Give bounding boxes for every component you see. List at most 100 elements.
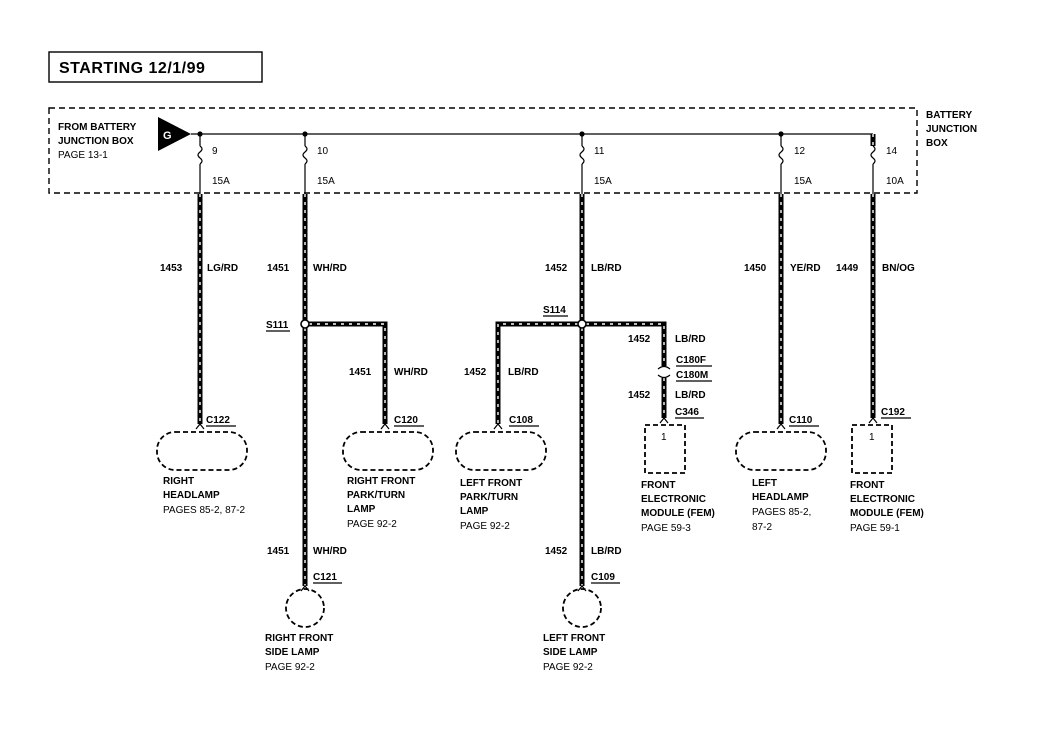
fuse-number-12: 12 — [794, 146, 806, 157]
left-front-side-lamp-icon — [562, 588, 602, 628]
color-bnog: BN/OG — [882, 263, 915, 274]
circuit-1451-branch: 1451 — [349, 367, 372, 378]
connector-c120: C120 — [394, 415, 418, 426]
fuse-number-9: 9 — [212, 146, 218, 157]
fem2-pin: 1 — [869, 432, 875, 443]
color-lgrd: LG/RD — [207, 263, 238, 274]
terminal-c192 — [868, 417, 878, 424]
page-title: STARTING 12/1/99 — [59, 60, 205, 77]
right-side-lamp-label-2: SIDE LAMP — [265, 647, 320, 658]
left-front-park-lamp-icon — [455, 431, 547, 471]
box-label-line3: BOX — [926, 138, 948, 149]
circuit-1452-fem-upper: 1452 — [628, 334, 651, 345]
fem1-label-1: FRONT — [641, 480, 675, 491]
left-headlamp-label-1: LEFT — [752, 478, 777, 489]
left-side-lamp-label-1: LEFT FRONT — [543, 633, 605, 644]
fem-module-icon-2 — [851, 424, 893, 474]
source-label-line1: FROM BATTERY — [58, 122, 137, 133]
right-front-side-lamp-icon — [285, 588, 325, 628]
terminal-c346 — [659, 417, 669, 424]
circuit-1449: 1449 — [836, 263, 859, 274]
source-label-line2: JUNCTION BOX — [58, 136, 134, 147]
box-label-line1: BATTERY — [926, 110, 972, 121]
right-front-park-lamp-icon — [342, 431, 434, 471]
connector-c180m: C180M — [676, 370, 708, 381]
fuse-number-11: 11 — [594, 146, 605, 157]
color-whrd: WH/RD — [313, 263, 347, 274]
circuit-1452: 1452 — [545, 263, 568, 274]
inline-connector-icon — [657, 365, 671, 379]
connector-c346: C346 — [675, 407, 699, 418]
box-label-line2: JUNCTION — [926, 124, 977, 135]
circuit-1451: 1451 — [267, 263, 290, 274]
junction-box-outline — [48, 107, 918, 194]
splice-label-s111: S111 — [266, 320, 289, 331]
splice-s114-dot — [577, 319, 587, 329]
connector-c192: C192 — [881, 407, 905, 418]
right-side-lamp-label-1: RIGHT FRONT — [265, 633, 333, 644]
terminal-c120 — [380, 423, 390, 430]
right-front-park-label-1: RIGHT FRONT — [347, 476, 415, 487]
terminal-c108 — [493, 423, 503, 430]
fem-module-icon-1 — [644, 424, 686, 474]
fem2-label-2: ELECTRONIC — [850, 494, 915, 505]
right-headlamp-label-2: HEADLAMP — [163, 490, 220, 501]
title-box: STARTING 12/1/99 — [48, 51, 263, 83]
color-whrd-side: WH/RD — [313, 546, 347, 557]
left-headlamp-icon — [735, 431, 827, 471]
splice-s111-dot — [300, 319, 310, 329]
circuit-1453: 1453 — [160, 263, 183, 274]
fem2-label-1: FRONT — [850, 480, 884, 491]
circuit-1452-fem-lower: 1452 — [628, 390, 651, 401]
circuit-1452-branch: 1452 — [464, 367, 487, 378]
connector-c109: C109 — [591, 572, 615, 583]
left-front-park-page: PAGE 92-2 — [460, 521, 510, 532]
color-whrd-branch: WH/RD — [394, 367, 428, 378]
right-headlamp-page: PAGES 85-2, 87-2 — [163, 505, 246, 516]
fem1-pin: 1 — [661, 432, 667, 443]
fuse-12-icon — [778, 134, 784, 194]
fuse-rating-10: 15A — [317, 176, 335, 187]
fem2-label-3: MODULE (FEM) — [850, 508, 924, 519]
terminal-c122 — [195, 423, 205, 430]
fuse-11-icon — [579, 134, 585, 194]
wire-1452-branch-left — [495, 321, 578, 424]
fem2-page: PAGE 59-1 — [850, 523, 900, 534]
fuse-rating-12: 15A — [794, 176, 812, 187]
right-front-park-page: PAGE 92-2 — [347, 519, 397, 530]
wire-1451-branch — [309, 321, 388, 424]
right-front-park-label-3: LAMP — [347, 504, 376, 515]
color-lbrd-branch: LB/RD — [508, 367, 539, 378]
ground-source-icon: G — [158, 117, 191, 151]
ground-symbol-letter: G — [163, 130, 172, 142]
connector-c180f: C180F — [676, 355, 706, 366]
left-front-park-label-2: PARK/TURN — [460, 492, 518, 503]
left-headlamp-page-1: PAGES 85-2, — [752, 507, 811, 518]
right-front-park-label-2: PARK/TURN — [347, 490, 405, 501]
color-lbrd-fem-upper: LB/RD — [675, 334, 706, 345]
color-lbrd-fem-lower: LB/RD — [675, 390, 706, 401]
right-headlamp-label-1: RIGHT — [163, 476, 194, 487]
fuse-9-icon — [197, 134, 203, 194]
left-headlamp-page-2: 87-2 — [752, 522, 772, 533]
connector-c122: C122 — [206, 415, 230, 426]
fem1-label-3: MODULE (FEM) — [641, 508, 715, 519]
wire-group — [195, 134, 878, 592]
fem1-page: PAGE 59-3 — [641, 523, 691, 534]
fuse-number-14: 14 — [886, 146, 898, 157]
connector-c108: C108 — [509, 415, 533, 426]
color-yerd: YE/RD — [790, 263, 821, 274]
connector-c110: C110 — [789, 415, 813, 426]
left-front-park-label-1: LEFT FRONT — [460, 478, 522, 489]
right-headlamp-icon — [156, 431, 248, 471]
splice-label-s114: S114 — [543, 305, 566, 316]
left-side-lamp-label-2: SIDE LAMP — [543, 647, 598, 658]
color-lbrd: LB/RD — [591, 263, 622, 274]
fem1-label-2: ELECTRONIC — [641, 494, 706, 505]
fuse-rating-9: 15A — [212, 176, 230, 187]
fuse-rating-14: 10A — [886, 176, 904, 187]
connector-c121: C121 — [313, 572, 337, 583]
left-front-park-label-3: LAMP — [460, 506, 489, 517]
terminal-c110 — [776, 423, 786, 430]
